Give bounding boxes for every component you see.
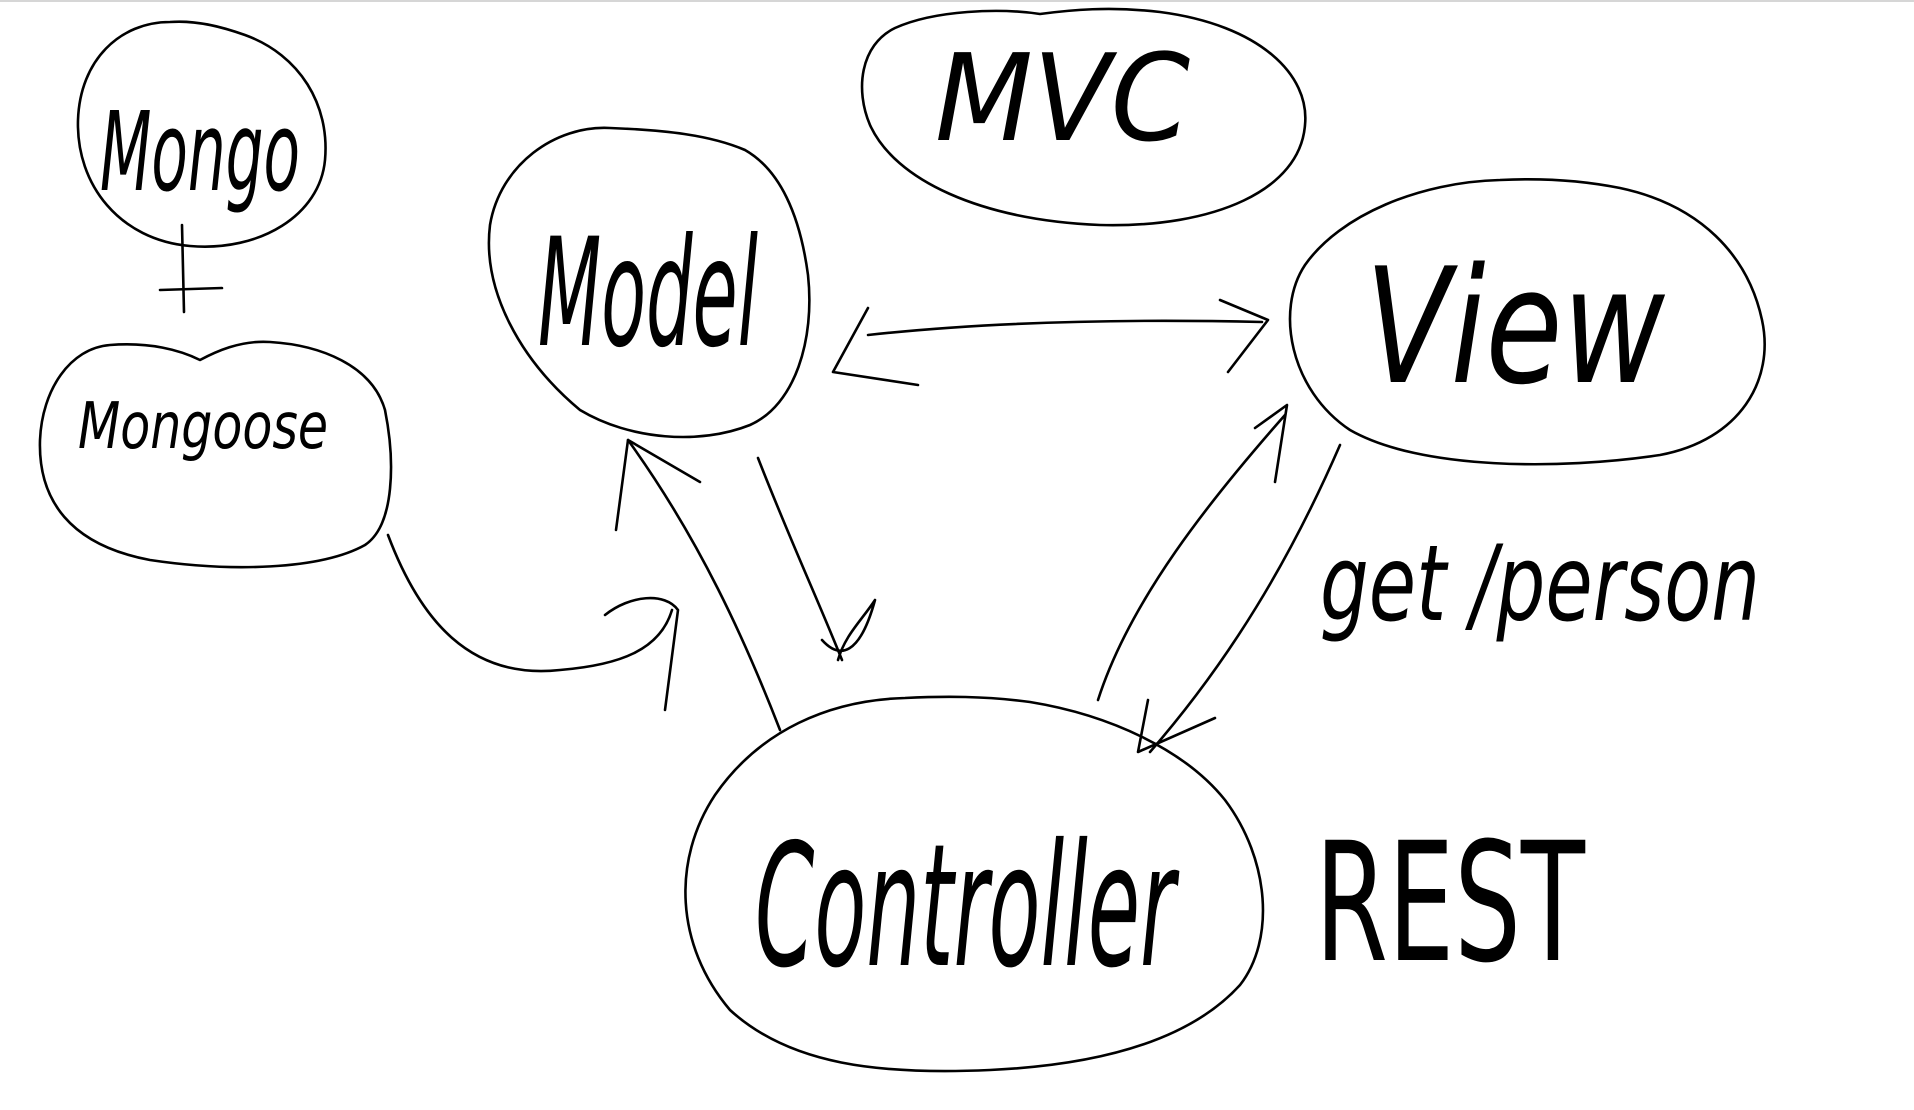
rest-annotation: REST [1315,807,1586,999]
view-label: View [1365,233,1666,420]
model-node: Model [487,126,811,439]
mongoose-bubble-outline [38,340,393,569]
route-annotation: get /person [1320,523,1760,645]
mongo-bubble-outline [76,20,327,248]
mvc-label: MVC [935,30,1190,169]
model-bubble-outline [487,126,811,439]
plus-connector [158,223,224,314]
mvc-node: MVC [860,7,1307,227]
controller-model-shaft [626,438,782,732]
plus-horizontal-stroke [158,286,224,292]
mongoose-controller-shaft [386,533,674,673]
view-bubble-outline [1288,177,1766,466]
controller-model-head [614,438,702,532]
mongoose-label: Mongoose [78,390,328,464]
controller-node: Controller [684,695,1265,1073]
controller-bubble-outline [684,695,1265,1073]
mongoose-controller-head [603,596,680,712]
model-view-double-arrow [831,298,1270,387]
controller-label: Controller [755,808,1180,1006]
canvas-top-border [0,0,1914,2]
model-view-head-right [1218,298,1270,374]
plus-vertical-stroke [180,223,186,314]
controller-view-head [1253,403,1289,484]
model-controller-arrow [756,456,877,662]
mongoose-controller-arrow [386,533,680,712]
mongo-label: Mongo [100,88,300,216]
mongo-node: Mongo [76,20,327,248]
mvc-bubble-outline [860,7,1307,227]
model-controller-head [820,598,877,662]
mongoose-node: Mongoose [38,340,393,569]
model-view-head-left [831,306,920,387]
view-controller-head [1136,698,1217,754]
controller-view-shaft [1096,413,1287,702]
view-node: View [1288,177,1766,466]
controller-model-arrow [614,438,782,732]
view-controller-shaft [1148,443,1342,754]
controller-view-arrow [1096,403,1289,702]
model-label: Model [538,207,758,381]
model-view-shaft [866,319,1264,337]
view-controller-arrow [1136,443,1342,754]
model-controller-shaft [756,456,844,662]
